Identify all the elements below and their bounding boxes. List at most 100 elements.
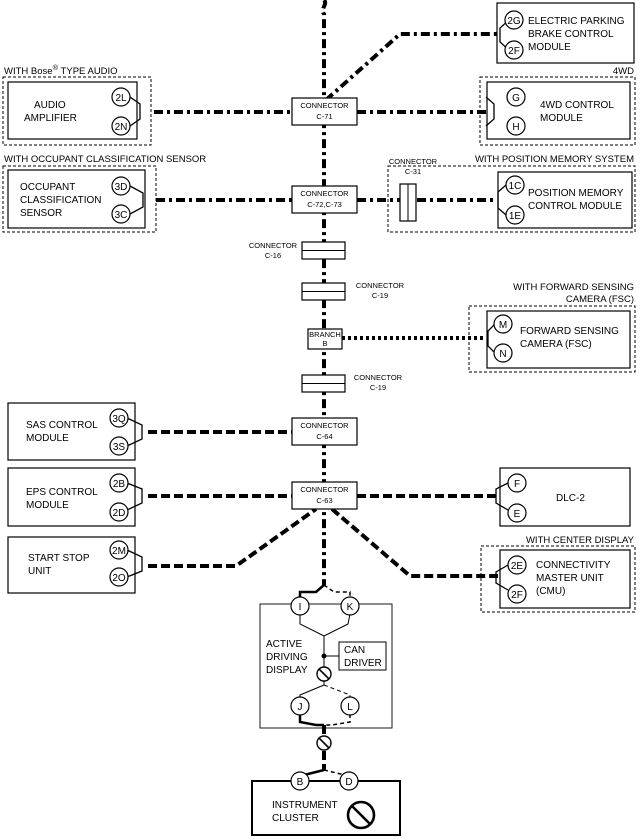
fourwd-module-box: [486, 81, 631, 140]
connector-c63-id: C-63: [316, 496, 332, 505]
branch-id: B: [322, 339, 327, 348]
dlc-label: DLC-2: [556, 493, 585, 504]
connector-c16-label: CONNECTOR: [249, 241, 298, 250]
add-label-line3: DISPLAY: [266, 665, 308, 676]
start-stop-wire: [148, 507, 318, 568]
epb-pin-2g: 2G: [507, 16, 521, 27]
cmu-pin-2f: 2F: [511, 590, 523, 601]
cmu-pin-fan: [495, 564, 509, 591]
position-pin-1e: 1E: [509, 211, 522, 222]
connector-c16-id: C-16: [265, 251, 281, 260]
epb-pin-fan: [499, 19, 510, 51]
add-top-join: [299, 613, 351, 637]
add-bottom-join-l: [323, 684, 351, 698]
connector-c63-box: [291, 481, 358, 510]
can-driver-label-line1: CAN: [344, 645, 365, 656]
connector-c72-box: [291, 185, 358, 214]
sas-pin-fan: [126, 417, 143, 447]
audio-pin-fan: [129, 96, 141, 127]
eps-label-line2: MODULE: [26, 500, 69, 511]
epb-pin-2f: 2F: [508, 46, 520, 57]
sas-pin-3q: 3Q: [112, 414, 126, 425]
prohibition-icon: [346, 800, 376, 830]
cmu-label-line3: (CMU): [536, 586, 565, 597]
audio-amplifier-box: [7, 81, 138, 140]
epb-label-line2: BRAKE CONTROL: [528, 29, 614, 40]
cluster-pin-d: D: [345, 777, 352, 788]
occupant-pin-fan: [129, 185, 144, 215]
dlc-pin-f: F: [514, 479, 520, 490]
position-pin-fan: [497, 184, 507, 216]
dlc-pin-fan: [495, 482, 509, 511]
connector-c19a-id: C-19: [372, 291, 388, 300]
bose-audio-group-box: [2, 76, 152, 146]
cluster-label-line1: INSTRUMENT: [272, 800, 338, 811]
dlc-pin-e: E: [514, 509, 521, 520]
start-stop-box: [7, 536, 136, 594]
main-trunk-wire: [320, 0, 328, 585]
sas-label-line2: MODULE: [26, 433, 69, 444]
fourwd-group-box: [479, 76, 636, 146]
cmu-label-line1: CONNECTIVITY: [536, 560, 611, 571]
eps-pin-fan: [126, 482, 143, 511]
connector-c63-label: CONNECTOR: [300, 485, 349, 494]
fourwd-label-line1: 4WD CONTROL: [540, 100, 614, 111]
eps-pin-2b: 2B: [113, 479, 126, 490]
fourwd-pin-fan: [485, 96, 495, 127]
eps-module-box: [7, 467, 136, 527]
occupant-label-line3: SENSOR: [20, 208, 62, 219]
center-display-group-box: [480, 545, 636, 613]
fsc-label-line1: FORWARD SENSING: [520, 326, 619, 337]
start-stop-label-line1: START STOP: [28, 553, 90, 564]
fsc-group-label-line2: CAMERA (FSC): [566, 294, 634, 305]
fourwd-pin-g: G: [512, 93, 520, 104]
occupant-pin-3c: 3C: [115, 210, 128, 221]
add-label-line2: DRIVING: [266, 652, 308, 663]
eps-label-line1: EPS CONTROL: [26, 487, 98, 498]
add-bottom-merge: [298, 714, 324, 727]
start-pin-2m: 2M: [112, 546, 126, 557]
connector-c71-label: CONNECTOR: [300, 101, 349, 110]
connector-c19b-label: CONNECTOR: [354, 373, 403, 382]
termination-resistor-icon: [316, 666, 332, 682]
connector-c72-label: CONNECTOR: [300, 189, 349, 198]
add-pin-k: K: [347, 602, 354, 613]
position-label-line1: POSITION MEMORY: [528, 188, 624, 199]
sas-label-line1: SAS CONTROL: [26, 420, 98, 431]
connector-c31-label: CONNECTOR: [389, 157, 438, 166]
fsc-pin-m: M: [499, 320, 507, 331]
start-stop-label-line2: UNIT: [28, 566, 51, 577]
epb-label-line3: MODULE: [528, 42, 571, 53]
epb-module-box: [496, 2, 635, 64]
add-pin-l: L: [347, 702, 353, 713]
center-display-group-label: WITH CENTER DISPLAY: [526, 535, 635, 546]
cmu-label-line2: MASTER UNIT: [536, 573, 604, 584]
connector-c64-box: [291, 417, 358, 446]
sas-pin-3s: 3S: [113, 442, 126, 453]
connector-c64-id: C-64: [316, 432, 332, 441]
position-group-label: WITH POSITION MEMORY SYSTEM: [475, 154, 634, 165]
add-label-line1: ACTIVE: [266, 639, 302, 650]
sas-module-box: [7, 402, 136, 461]
branch-b-box: [307, 328, 343, 350]
connector-c71-box: [291, 97, 358, 126]
add-bottom-merge-l: [324, 714, 351, 726]
connector-c72-id: C-72,C-73: [307, 200, 342, 209]
fsc-module-box: [486, 310, 631, 369]
connector-c31-id: C-31: [405, 167, 421, 176]
connector-c19a-label: CONNECTOR: [356, 281, 405, 290]
cmu-pin-2e: 2E: [511, 561, 524, 572]
can-driver-label-line2: DRIVER: [344, 658, 382, 669]
cluster-pin-b: B: [297, 777, 304, 788]
audio-label-line2: AMPLIFIER: [24, 113, 77, 124]
fourwd-group-label: 4WD: [613, 66, 634, 77]
add-pin-i: I: [299, 602, 302, 613]
branch-label: BRANCH: [309, 330, 341, 339]
position-pin-1c: 1C: [509, 181, 522, 192]
occupant-label-line2: CLASSIFICATION: [20, 195, 102, 206]
audio-label-line1: AUDIO: [34, 100, 66, 111]
add-top-split: [298, 584, 325, 598]
position-label-line2: CONTROL MODULE: [528, 201, 622, 212]
dlc-box: [499, 467, 631, 527]
